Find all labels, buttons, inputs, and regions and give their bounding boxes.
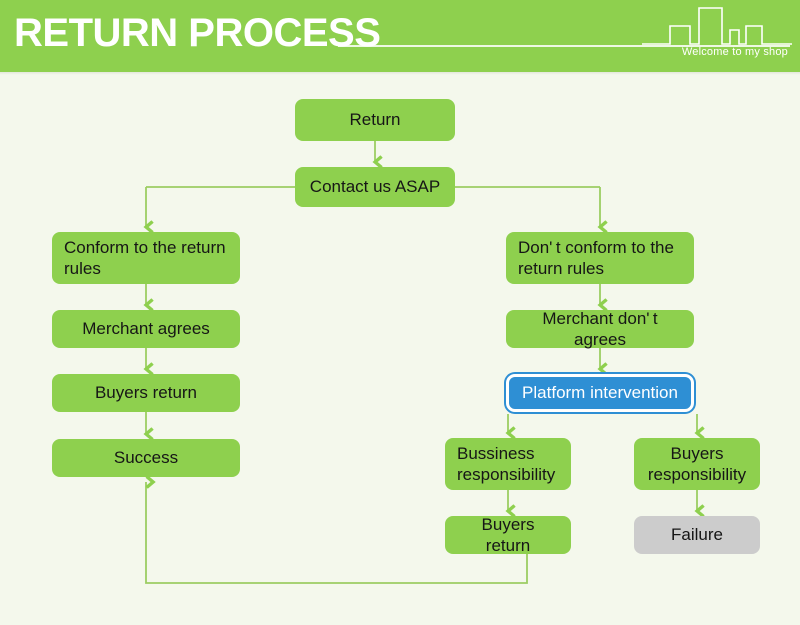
flow-node-label: Merchant don' t agrees (542, 308, 658, 349)
flow-node-label: Contact us ASAP (309, 177, 441, 197)
flow-node-return[interactable]: Return (295, 99, 455, 141)
city-skyline-icon (642, 7, 792, 45)
flow-node-label: Success (113, 448, 179, 468)
flow-node-conform[interactable]: Conform to the return rules (52, 232, 240, 284)
flow-node-label: Merchant agrees (82, 319, 210, 339)
flow-node-failure[interactable]: Failure (634, 516, 760, 554)
page-header: RETURN PROCESS Welcome to my shop (0, 0, 800, 72)
flow-node-label: Buyers return (481, 514, 535, 555)
flow-node-dont-conform[interactable]: Don' t conform to the return rules (506, 232, 694, 284)
flow-node-label: Buyers responsibility (647, 443, 747, 484)
flow-node-label: Platform intervention (522, 383, 678, 403)
flow-node-buyers-return-left[interactable]: Buyers return (52, 374, 240, 412)
flow-node-label: Don' t conform to the return rules (518, 237, 674, 278)
flow-node-contact[interactable]: Contact us ASAP (295, 167, 455, 207)
flow-node-label: Conform to the return rules (64, 237, 226, 278)
header-shadow (0, 72, 800, 75)
flow-node-merchant-agrees[interactable]: Merchant agrees (52, 310, 240, 348)
flow-node-success[interactable]: Success (52, 439, 240, 477)
header-tagline: Welcome to my shop (681, 46, 788, 58)
page-title: RETURN PROCESS (14, 11, 381, 55)
flow-node-business-resp[interactable]: Bussiness responsibility (445, 438, 571, 490)
flow-node-label: Bussiness responsibility (457, 443, 556, 484)
flow-node-buyers-return-right[interactable]: Buyers return (445, 514, 571, 555)
flow-node-platform[interactable]: Platform intervention (506, 374, 694, 412)
flow-node-label: Failure (671, 525, 723, 545)
flow-node-label: Buyers return (94, 383, 198, 403)
flow-node-merchant-dont[interactable]: Merchant don' t agrees (506, 308, 694, 349)
flow-node-label: Return (349, 110, 401, 130)
header-divider-rule (338, 45, 790, 47)
flow-node-buyers-resp[interactable]: Buyers responsibility (634, 438, 760, 490)
